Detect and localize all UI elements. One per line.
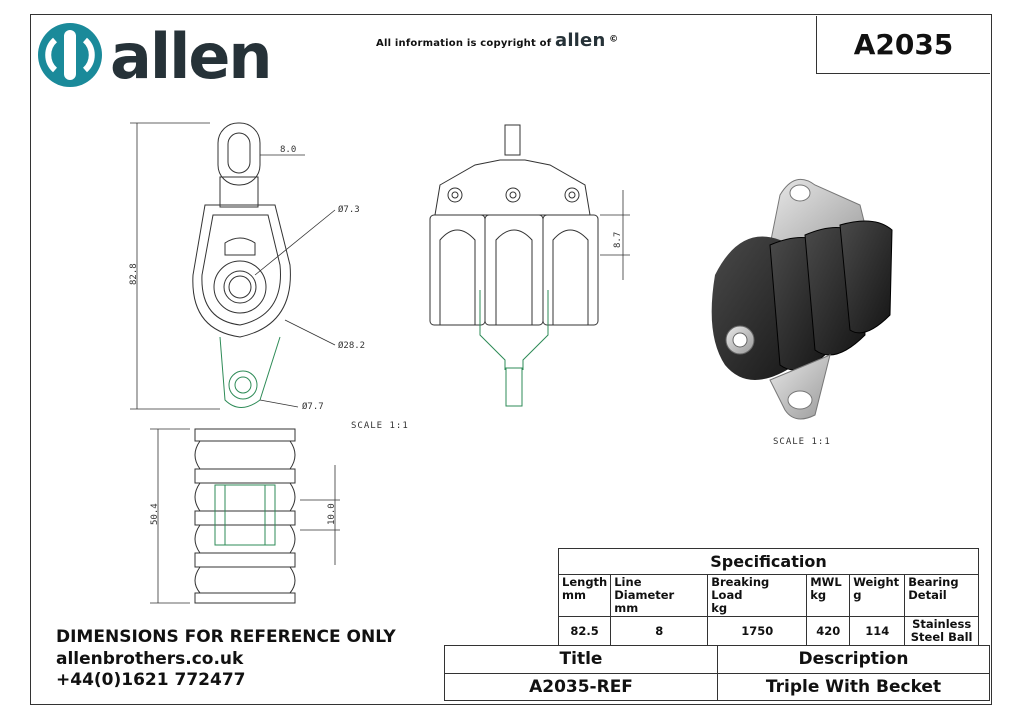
description-label: Description	[717, 645, 990, 674]
front-view-drawing: 8.7	[429, 124, 630, 407]
spec-title: Specification	[558, 548, 979, 575]
copyright-prefix: All information is copyright of	[376, 38, 552, 49]
part-number-box: A2035	[816, 16, 990, 74]
part-number: A2035	[853, 28, 954, 61]
spec-value-breaking-load: 1750	[707, 616, 808, 646]
title-block: Title Description A2035-REF Triple With …	[444, 645, 990, 701]
dim-height: 82.8	[129, 263, 139, 285]
dim-sheave-diameter: Ø28.2	[338, 340, 365, 351]
dim-pin-offset: 8.7	[613, 232, 623, 248]
dim-becket-diameter: Ø7.7	[302, 401, 324, 412]
bottom-view-drawing: 50.4 10.0	[150, 428, 340, 604]
logo-wordmark: allen	[110, 20, 273, 93]
title-label: Title	[444, 645, 718, 674]
side-view-drawing: 8.0 Ø7.3 Ø28.2 Ø7.7 82.8	[129, 122, 365, 412]
scale-label-1: SCALE 1:1	[351, 421, 409, 431]
scale-label-2: SCALE 1:1	[773, 437, 831, 447]
disclaimer: DIMENSIONS FOR REFERENCE ONLY	[56, 627, 396, 647]
spec-value-line-diameter: 8	[610, 616, 709, 646]
dim-pin-diameter: Ø7.3	[338, 204, 360, 215]
dim-block-width: 50.4	[150, 503, 160, 525]
copyright-brand: allen	[554, 30, 606, 51]
website-link[interactable]: allenbrothers.co.uk	[56, 649, 244, 669]
dim-top-width: 8.0	[280, 145, 296, 155]
dim-sheave-gap: 10.0	[327, 503, 337, 525]
spec-value-mwl: 420	[806, 616, 851, 646]
isometric-render	[711, 178, 893, 420]
allen-logo	[37, 22, 103, 92]
spec-value-weight: 114	[849, 616, 906, 646]
phone-number: +44(0)1621 772477	[56, 670, 246, 690]
allen-logo-icon	[38, 23, 102, 87]
copyright-notice: All information is copyright of allen ©	[376, 30, 618, 51]
copyright-symbol: ©	[609, 34, 619, 45]
drawing-frame	[30, 14, 992, 705]
description-value: Triple With Becket	[717, 672, 990, 701]
title-value: A2035-REF	[444, 672, 718, 701]
spec-value-length: 82.5	[557, 616, 612, 646]
